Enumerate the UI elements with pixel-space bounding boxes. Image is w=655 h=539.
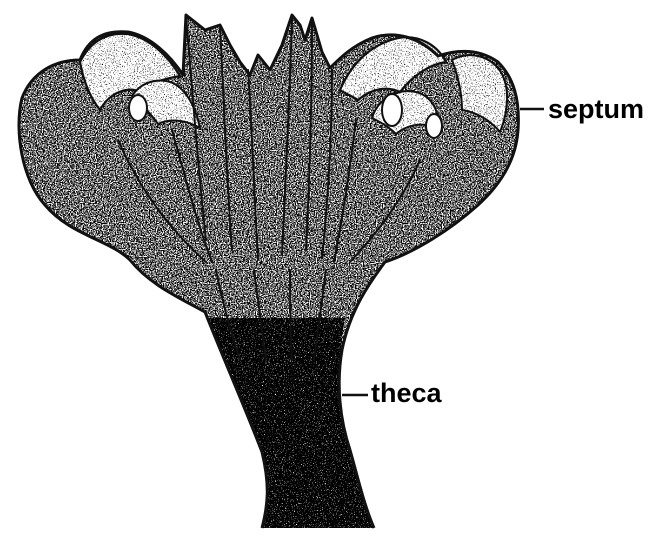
septum-pore-2 [426,114,442,138]
septum-pore-3 [129,95,147,121]
theca-label: theca [371,380,442,407]
septum-pore-1 [382,94,402,126]
septum-label: septum [548,96,644,123]
